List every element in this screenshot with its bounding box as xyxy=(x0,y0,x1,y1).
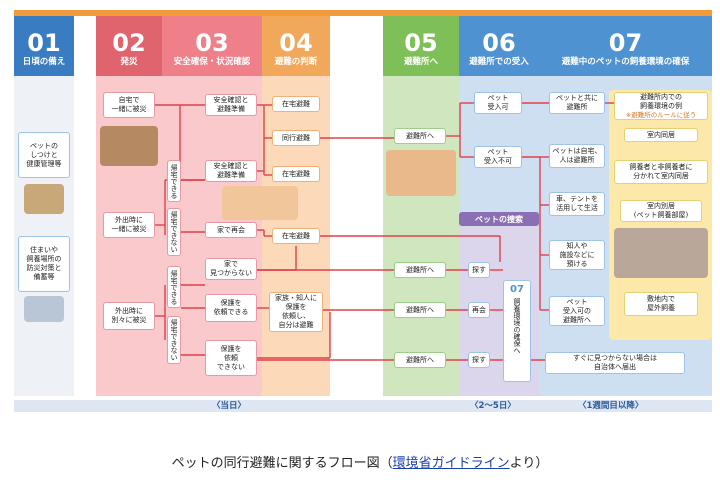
box-home-shelter-2: 在宅避難 xyxy=(272,166,320,182)
box-search-1: 探す xyxy=(468,262,490,278)
box-07-env: 07 飼養環境の確保へ xyxy=(503,280,531,382)
box-indoor-together: 室内同居 xyxy=(624,128,698,142)
top-strip xyxy=(14,10,712,16)
example-title-text: 避難所内での 飼養環境の例 xyxy=(640,92,682,110)
box-accepting-shelter: ペット 受入可の 避難所へ xyxy=(549,296,605,326)
box-car-tent: 車、テントを 活用して生活 xyxy=(549,192,605,216)
box-with-pet-shelter: ペットと共に 避難所 xyxy=(549,92,605,114)
box-pet-home-human-shelter: ペットは自宅、 人は避難所 xyxy=(549,144,605,168)
caption-link[interactable]: 環境省ガイドライン xyxy=(392,456,510,471)
box-to-shelter-2: 避難所へ xyxy=(394,262,446,278)
box-not-found-home: 家で 見つからない xyxy=(205,258,257,280)
box-reunite-home: 家で再会 xyxy=(205,222,257,238)
caption: ペットの同行避難に関するフロー図（環境省ガイドラインより） xyxy=(0,452,720,471)
label-can-return-2: 帰宅できる xyxy=(167,266,181,308)
timeline-2to5: 〈2～5日〉 xyxy=(470,401,516,411)
flow-connectors xyxy=(155,102,614,361)
box-home-shelter-3: 在宅避難 xyxy=(272,228,320,244)
box-cannot-request-care: 保護を 依頼 できない xyxy=(205,340,257,376)
box-home-together: 自宅で 一緒に被災 xyxy=(103,92,155,118)
box-not-found-report: すぐに見つからない場合は 自治体へ届出 xyxy=(545,352,685,374)
label-cannot-return-1: 帰宅できない xyxy=(167,208,181,256)
box-reunite: 再会 xyxy=(468,302,490,318)
box-to-shelter-3: 避難所へ xyxy=(394,302,446,318)
timeline-today: 〈当日〉 xyxy=(212,401,247,411)
timeline-bar xyxy=(14,400,712,412)
storage-illustration xyxy=(24,296,64,322)
box-out-together: 外出時に 一緒に被災 xyxy=(103,212,155,238)
box-separated-indoor: 飼養者と非飼養者に 分かれて室内同居 xyxy=(614,160,708,184)
box-entrust: 知人や 施設などに 預ける xyxy=(549,240,605,270)
box-outdoor-care: 敷地内で 屋外飼養 xyxy=(624,292,698,316)
col02-bg xyxy=(96,16,162,396)
doghouse-illustration xyxy=(24,184,64,214)
search-label: ペットの捜索 xyxy=(459,212,539,226)
box-home-disaster-prep: 住まいや 飼養場所の 防災対策と 備蓄等 xyxy=(18,236,70,292)
caption-tail: より） xyxy=(509,456,549,471)
box-out-separate: 外出時に 別々に被災 xyxy=(103,302,155,330)
box-safety-check-2: 安全確認と 避難準備 xyxy=(205,160,257,182)
family-evacuating-illustration xyxy=(386,150,456,196)
label-07-vertical: 飼養環境の確保へ xyxy=(513,298,521,354)
box-to-shelter-4: 避難所へ xyxy=(394,352,446,368)
example-title: 避難所内での 飼養環境の例 ※避難所のルールに従う xyxy=(614,92,708,120)
box-can-request-care: 保護を 依頼できる xyxy=(205,294,257,322)
box-pet-accepted: ペット 受入可 xyxy=(474,92,522,114)
person-dog-illustration xyxy=(222,186,298,220)
timeline-week: 〈1週間目以降〉 xyxy=(578,401,644,411)
box-evacuate-with-pet: 同行避難 xyxy=(272,130,320,146)
col05-bg xyxy=(383,16,459,396)
caption-text: ペットの同行避難に関するフロー図（ xyxy=(171,456,393,471)
label-07-num: 07 xyxy=(510,284,524,295)
label-can-return-1: 帰宅できる xyxy=(167,160,181,202)
box-safety-check-1: 安全確認と 避難準備 xyxy=(205,94,257,116)
box-search-2: 探す xyxy=(468,352,490,368)
box-separate-room: 室内別居 (ペット飼養部屋) xyxy=(620,200,702,222)
box-pet-training: ペットの しつけと 健康管理等 xyxy=(18,132,70,178)
box-ask-family: 家族・知人に 保護を 依頼し、 自分は避難 xyxy=(269,292,323,332)
box-to-shelter-1: 避難所へ xyxy=(394,128,446,144)
box-pet-not-accepted: ペット 受入不可 xyxy=(474,146,522,168)
example-note: ※避難所のルールに従う xyxy=(625,110,697,119)
collapsed-house-illustration xyxy=(100,126,158,166)
cage-room-illustration xyxy=(614,228,708,278)
box-home-shelter-1: 在宅避難 xyxy=(272,96,320,112)
label-cannot-return-2: 帰宅できない xyxy=(167,316,181,364)
